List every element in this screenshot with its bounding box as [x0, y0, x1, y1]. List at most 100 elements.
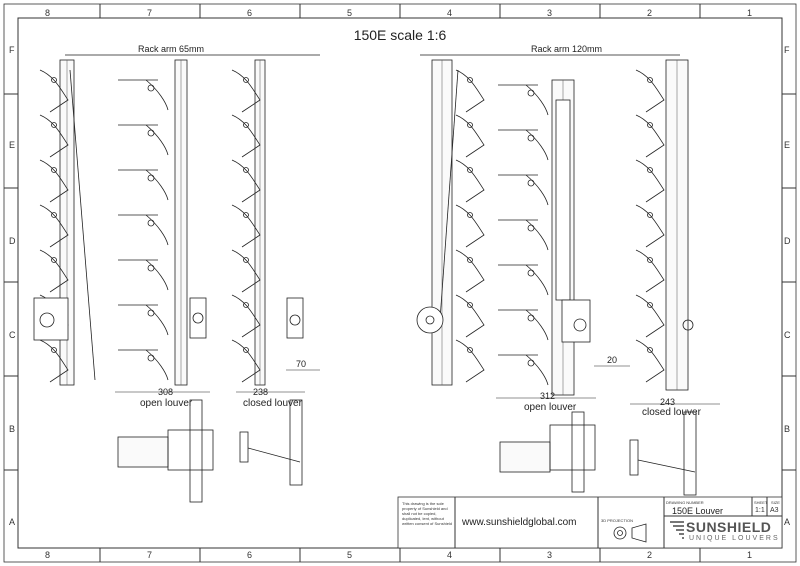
louver-blade-open [118, 79, 169, 111]
louver-blade-closed [455, 294, 485, 338]
grid-col-1-top: 1 [747, 8, 753, 18]
left-closed-label: closed louver [243, 398, 302, 409]
grid-row-C-l: C [9, 330, 16, 340]
louver-blade-closed [231, 249, 261, 293]
left-open-dim: 308 [158, 387, 174, 397]
tube-plan [289, 399, 303, 486]
crank-disc [416, 306, 444, 334]
louver-blade-open [118, 349, 169, 381]
grid-row-B-r: B [784, 424, 791, 434]
motor-plan-view [499, 441, 551, 473]
motor-bracket-left [33, 297, 69, 341]
grid-row-A-r: A [784, 517, 791, 527]
left-side-dim: 70 [296, 359, 307, 369]
louver-blade-closed [39, 114, 69, 158]
drawing-title: 150E scale 1:6 [353, 27, 447, 43]
website-url: www.sunshieldglobal.com [462, 517, 577, 528]
louver-blade-closed [231, 339, 261, 383]
louver-blade-open [118, 214, 169, 246]
louver-blade-closed [39, 69, 69, 113]
grid-row-E-l: E [9, 140, 16, 150]
louver-blade-closed [635, 294, 665, 338]
projection-symbol [613, 526, 627, 540]
grid-col-6-bot: 6 [247, 550, 253, 560]
louver-blade-open [498, 129, 549, 161]
grid-row-E-r: E [784, 140, 791, 150]
louver-blade-open [498, 219, 549, 251]
louver-blade-closed [635, 204, 665, 248]
louver-blade-closed [231, 204, 261, 248]
louver-blade-closed [455, 204, 485, 248]
grid-col-4-top: 4 [447, 8, 453, 18]
sheet-value: 1:1 [755, 507, 765, 514]
right-side-dim: 20 [607, 355, 618, 365]
grid-row-F-r: F [784, 45, 790, 55]
projection-label: 3D PROJECTION [601, 518, 634, 523]
louver-blade-closed [635, 339, 665, 383]
drawing-number: 150E Louver [672, 506, 724, 516]
left-rack-arm-label: Rack arm 65mm [138, 44, 205, 54]
grid-col-3-bot: 3 [547, 550, 553, 560]
right-closed-label: closed louver [642, 407, 701, 418]
louver-blade-closed [455, 249, 485, 293]
title-block [397, 496, 783, 549]
louver-blade-closed [455, 69, 485, 113]
grid-col-2-top: 2 [647, 8, 653, 18]
grid-col-2-bot: 2 [647, 550, 653, 560]
louver-blade-closed [635, 159, 665, 203]
end-cap-bolt [682, 319, 694, 331]
sheet-label: SHEET [754, 500, 768, 505]
left-closed-dim: 238 [253, 387, 269, 397]
grid-row-D-l: D [9, 236, 16, 246]
end-bracket [189, 297, 207, 339]
grid-col-8-top: 8 [45, 8, 51, 18]
grid-col-7-top: 7 [147, 8, 153, 18]
louver-blade-closed [231, 159, 261, 203]
grid-col-6-top: 6 [247, 8, 253, 18]
louver-blade-closed [39, 339, 69, 383]
actuator-body [555, 99, 571, 301]
grid-row-A-l: A [9, 517, 16, 527]
louver-blade-open [498, 174, 549, 206]
right-rack-arm-label: Rack arm 120mm [531, 44, 603, 54]
grid-row-B-l: B [9, 424, 16, 434]
louver-blade-open [118, 169, 169, 201]
louver-blade-closed [231, 69, 261, 113]
louver-blade-open [118, 304, 169, 336]
louver-blade-open [498, 264, 549, 296]
louver-blade-closed [231, 294, 261, 338]
drawing-number-label: DRAWING NUMBER [666, 500, 704, 505]
grid-col-5-top: 5 [347, 8, 353, 18]
ownership-notice: This drawing is the sole property of Sun… [402, 501, 453, 526]
size-label: SIZE [771, 500, 780, 505]
right-open-label: open louver [524, 402, 577, 413]
operating-rod [439, 69, 459, 321]
tube-plan [189, 399, 203, 503]
louver-blade-open [498, 309, 549, 341]
louver-blade-closed [635, 249, 665, 293]
grid-row-F-l: F [9, 45, 15, 55]
louver-blade-closed [39, 159, 69, 203]
louver-blade-open [498, 354, 549, 386]
louver-blade-closed [231, 114, 261, 158]
operating-rod [69, 69, 96, 381]
grid-col-4-bot: 4 [447, 550, 453, 560]
left-open-label: open louver [140, 398, 193, 409]
louver-blade-closed [455, 114, 485, 158]
louver-blade-closed [635, 69, 665, 113]
right-closed-dim: 243 [660, 397, 676, 407]
brand-name: SUNSHIELD [686, 519, 772, 535]
grid-col-8-bot: 8 [45, 550, 51, 560]
motor-plan-view [117, 436, 169, 468]
louver-blade-closed [635, 114, 665, 158]
louver-blade-closed [455, 339, 485, 383]
louver-blade-closed [39, 249, 69, 293]
grid-col-5-bot: 5 [347, 550, 353, 560]
tube-plan [571, 411, 585, 493]
louver-blade-open [498, 84, 549, 116]
right-open-dim: 312 [540, 391, 556, 401]
tube-plan [683, 411, 697, 496]
grid-col-1-bot: 1 [747, 550, 753, 560]
